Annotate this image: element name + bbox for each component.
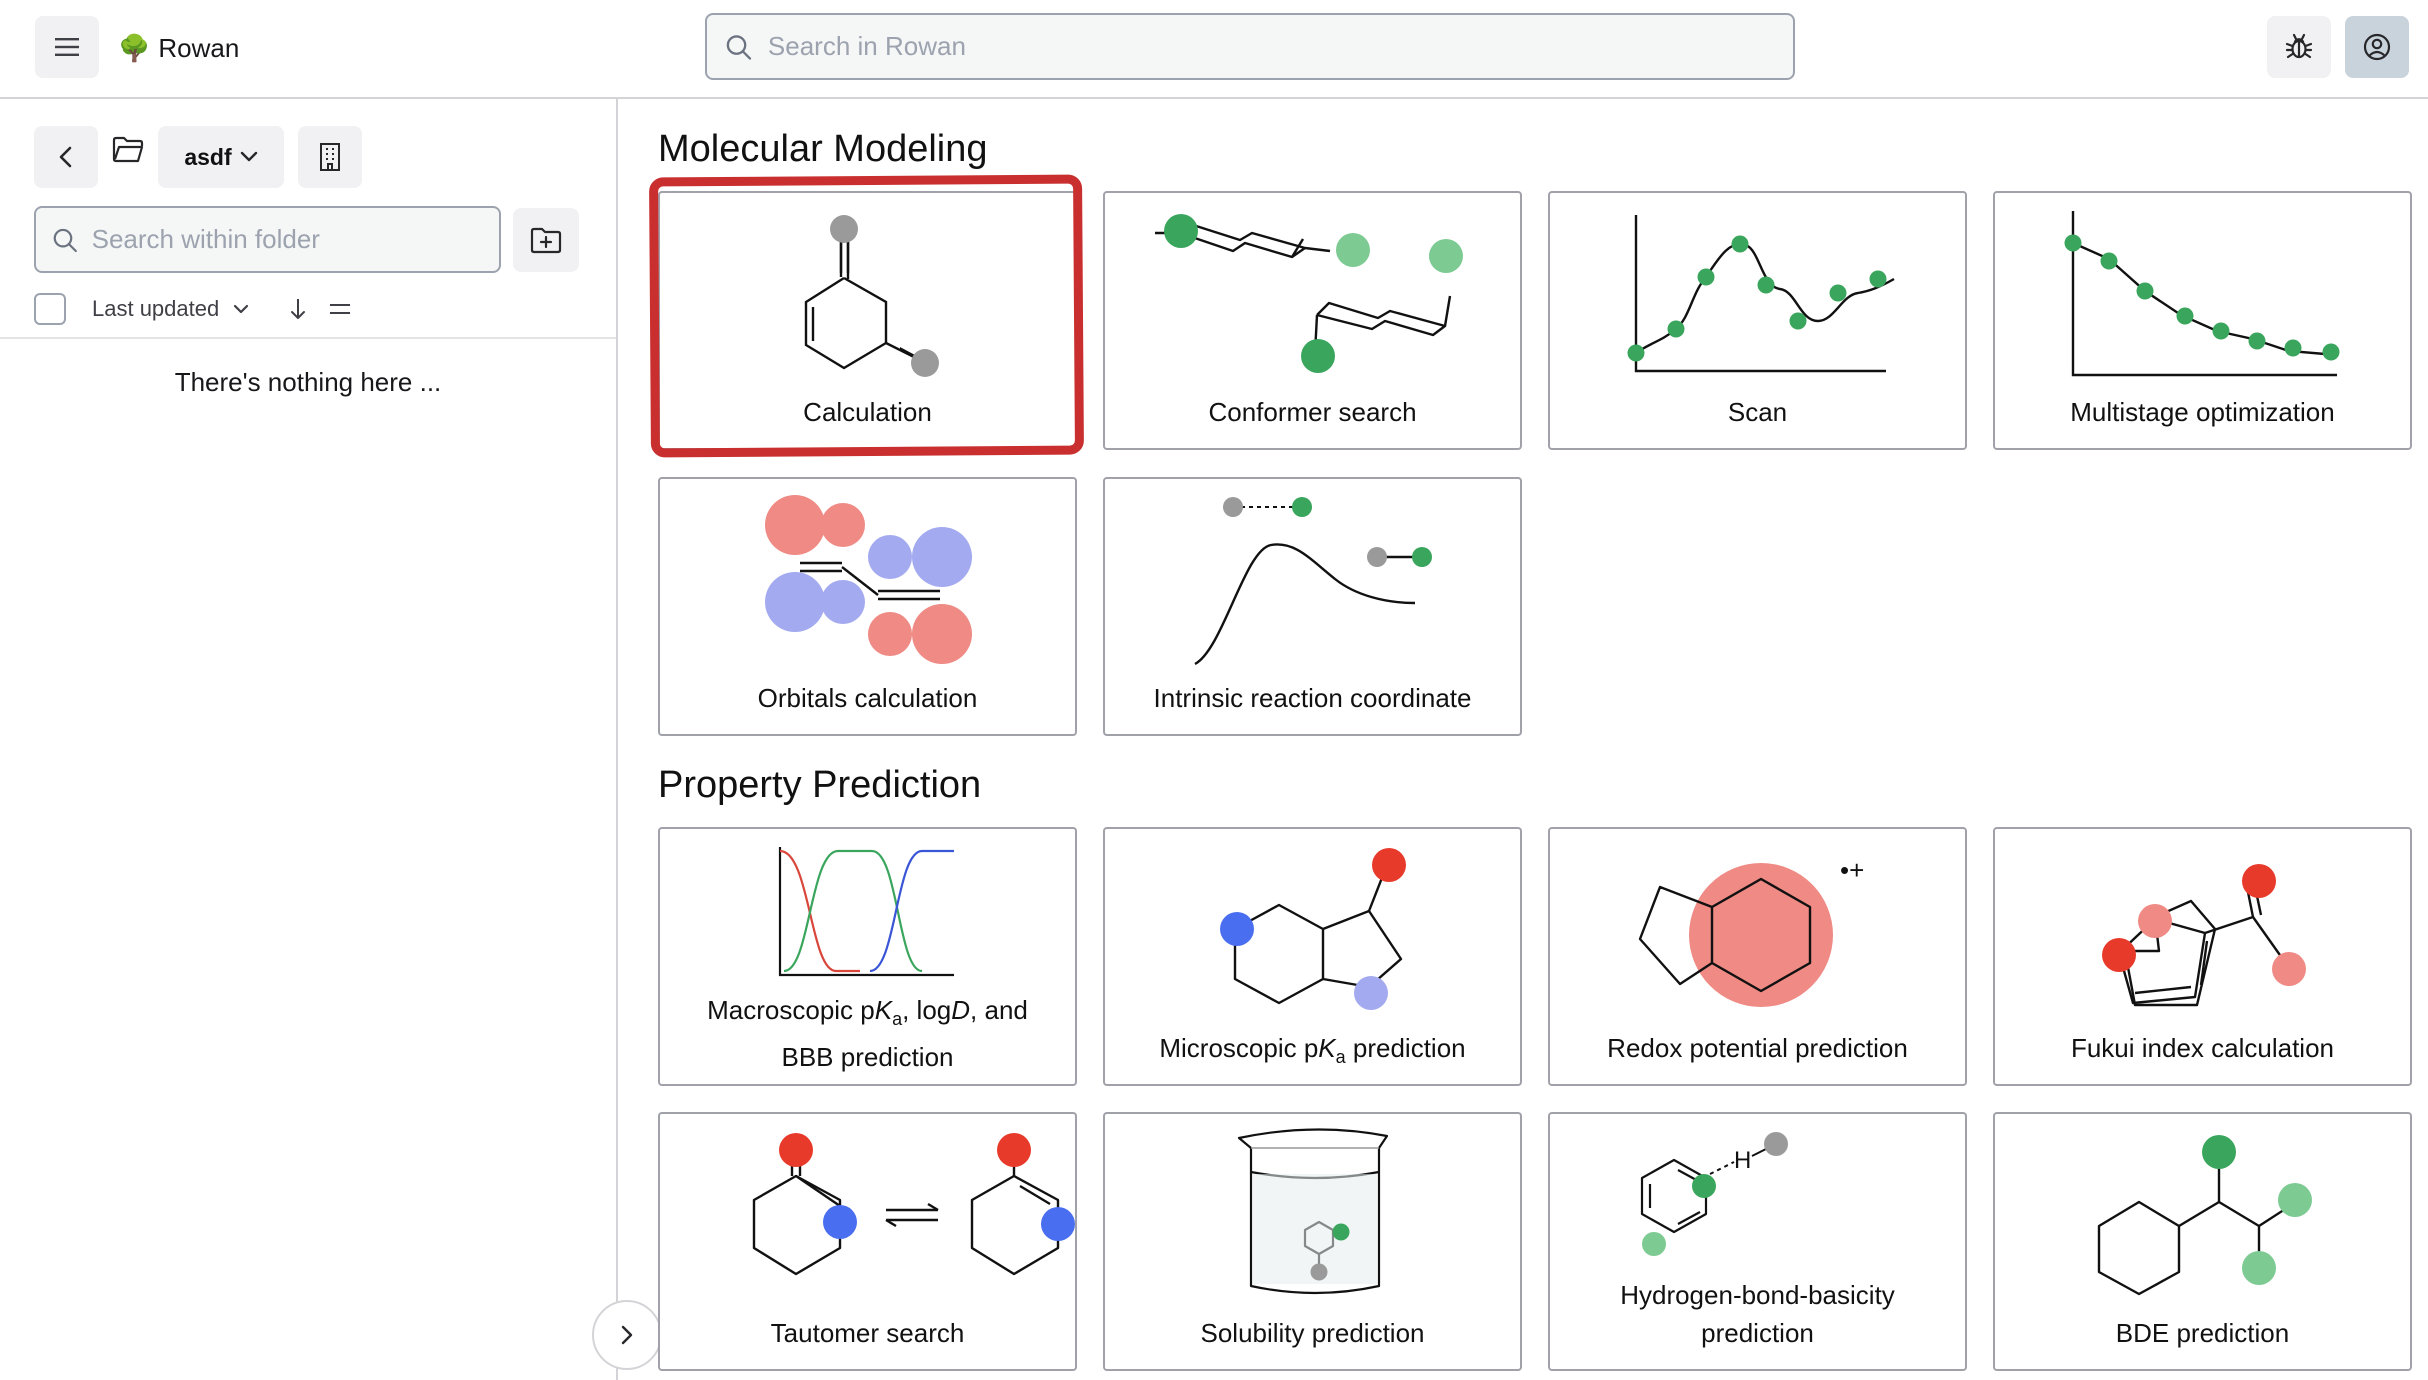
workflow-card-fukui-index[interactable]: Fukui index calculation	[1993, 827, 2412, 1086]
radical-cation-label: •+	[1840, 855, 1864, 885]
search-icon	[726, 34, 752, 60]
folder-name: asdf	[184, 143, 232, 170]
workflow-card-intrinsic-reaction-coordinate[interactable]: Intrinsic reaction coordinate	[1103, 477, 1522, 736]
conformer-illustration	[1155, 214, 1463, 373]
card-label: Scan	[1727, 397, 1788, 427]
global-search[interactable]	[705, 13, 1795, 80]
sort-field-label[interactable]: Last updated	[92, 296, 220, 321]
workflow-card-multistage-optimization[interactable]: Multistage optimization	[1993, 191, 2412, 450]
card-label: Microscopic pKa prediction	[1159, 1033, 1466, 1068]
card-label: Hydrogen-bond-basicity prediction	[1620, 1280, 1895, 1348]
card-label: Redox potential prediction	[1607, 1033, 1908, 1063]
card-label: Macroscopic pKa, logD, and BBB predictio…	[707, 995, 1028, 1073]
user-circle-icon	[2363, 33, 2391, 61]
workflow-card-macroscopic-pka[interactable]: Macroscopic pKa, logD, and BBB predictio…	[658, 827, 1077, 1086]
organization-button[interactable]	[298, 126, 362, 188]
pyridine-hbond-illustration: H	[1640, 1132, 1788, 1256]
scan-plot-illustration	[1627, 215, 1895, 373]
workflow-card-solubility-prediction[interactable]: Solubility prediction	[1103, 1112, 1522, 1371]
app-brand[interactable]: 🌳 Rowan	[118, 26, 239, 70]
folder-search[interactable]	[34, 206, 501, 273]
furan-molecule-illustration	[2102, 864, 2306, 1007]
sort-row: Last updated	[34, 289, 594, 329]
workflow-card-hbond-basicity[interactable]: H Hydrogen-bond-basicity prediction	[1548, 1112, 1967, 1371]
optimization-plot-illustration	[2064, 211, 2340, 377]
global-search-input[interactable]	[765, 30, 1793, 63]
chevron-right-icon	[621, 1325, 633, 1345]
account-button[interactable]	[2345, 16, 2409, 78]
workflow-card-scan[interactable]: Scan	[1548, 191, 1967, 450]
pka-curves-illustration	[778, 847, 954, 977]
bde-molecule-illustration	[2097, 1135, 2312, 1296]
workflow-card-tautomer-search[interactable]: Tautomer search	[658, 1112, 1077, 1371]
folder-plus-icon	[530, 227, 562, 254]
chevron-down-icon[interactable]	[233, 304, 249, 314]
section-title-molecular-modeling: Molecular Modeling	[658, 128, 988, 170]
beaker-illustration	[1237, 1128, 1389, 1295]
bug-report-button[interactable]	[2267, 16, 2331, 78]
workflow-card-microscopic-pka[interactable]: Microscopic pKa prediction	[1103, 827, 1522, 1086]
empty-folder-message: There's nothing here ...	[174, 367, 442, 397]
card-label: BDE prediction	[2115, 1318, 2290, 1348]
sort-direction-icon[interactable]	[289, 297, 307, 321]
folder-name-dropdown[interactable]: asdf	[158, 126, 284, 188]
back-button[interactable]	[34, 126, 98, 188]
tree-logo-icon: 🌳	[118, 32, 151, 63]
card-label: Intrinsic reaction coordinate	[1153, 683, 1472, 713]
folder-search-input[interactable]	[89, 223, 499, 256]
folder-sidebar: asdf Last updated	[0, 99, 618, 1380]
card-label: Orbitals calculation	[757, 683, 978, 713]
workflow-card-bde-prediction[interactable]: BDE prediction	[1993, 1112, 2412, 1371]
card-label: Conformer search	[1208, 397, 1417, 427]
chevron-left-icon	[59, 146, 72, 168]
reaction-coordinate-illustration	[1194, 497, 1432, 666]
sidebar-toggle-button[interactable]	[592, 1300, 662, 1370]
new-folder-button[interactable]	[513, 208, 579, 272]
bug-icon	[2285, 33, 2313, 59]
hydrogen-atom-label: H	[1734, 1147, 1751, 1174]
card-label: Fukui index calculation	[2070, 1033, 2335, 1063]
sidebar-divider	[0, 337, 616, 339]
orbitals-illustration	[765, 495, 972, 664]
tautomer-illustration	[752, 1133, 1075, 1276]
app-name: Rowan	[158, 32, 240, 63]
bicyclic-molecule-illustration	[1220, 848, 1406, 1010]
card-label: Calculation	[803, 397, 932, 427]
workflow-card-calculation[interactable]: Calculation	[658, 191, 1077, 450]
section-title-property-prediction: Property Prediction	[658, 764, 982, 806]
chevron-down-icon	[240, 151, 257, 162]
search-icon	[53, 228, 77, 252]
equals-view-icon[interactable]	[329, 302, 351, 316]
redox-molecule-illustration: •+	[1638, 855, 1864, 1007]
card-label: Multistage optimization	[2070, 397, 2335, 427]
folder-icon	[108, 129, 148, 169]
card-label: Solubility prediction	[1200, 1318, 1425, 1348]
top-bar: 🌳 Rowan	[0, 0, 2428, 99]
hamburger-icon	[55, 38, 79, 56]
menu-button[interactable]	[35, 16, 99, 78]
select-all-checkbox[interactable]	[34, 293, 66, 325]
workflow-card-orbitals-calculation[interactable]: Orbitals calculation	[658, 477, 1077, 736]
card-label: Tautomer search	[770, 1318, 965, 1348]
workflow-card-redox-potential[interactable]: •+ Redox potential prediction	[1548, 827, 1967, 1086]
building-icon	[320, 143, 340, 171]
workflow-card-conformer-search[interactable]: Conformer search	[1103, 191, 1522, 450]
molecule-illustration	[800, 215, 939, 377]
